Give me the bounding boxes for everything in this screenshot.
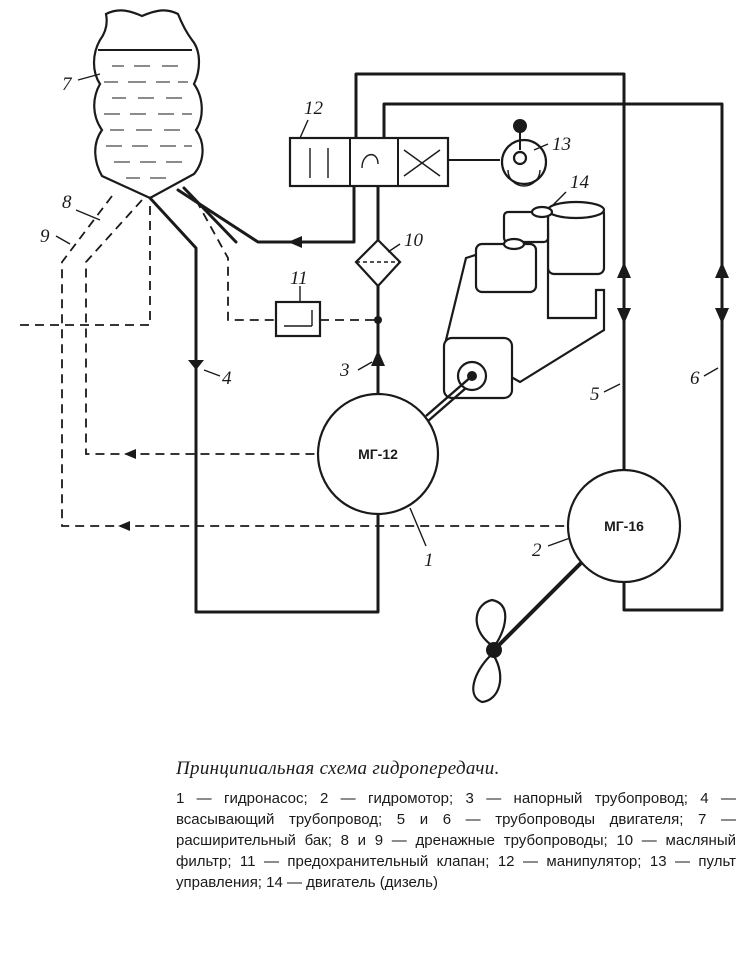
control-panel [500, 119, 548, 187]
label-2: 2 [532, 540, 542, 561]
caption-legend: 1 — гидронасос; 2 — гидромотор; 3 — напо… [176, 790, 736, 891]
label-6: 6 [690, 368, 700, 389]
expansion-tank [92, 9, 204, 200]
callout-numbers: 7 8 9 12 13 14 10 11 3 4 1 2 5 6 [40, 74, 700, 571]
label-1: 1 [424, 550, 434, 571]
pump-unit-label: МГ-12 [358, 446, 398, 462]
tank-liquid-hatching [104, 65, 192, 179]
label-14: 14 [570, 172, 590, 193]
motor-unit-label: МГ-16 [604, 518, 644, 534]
label-5: 5 [590, 384, 600, 405]
manipulator [288, 136, 500, 188]
caption-title: Принципиальная схема гидропередачи. [176, 758, 500, 779]
label-10: 10 [404, 230, 424, 251]
propeller [472, 560, 584, 704]
label-7: 7 [62, 74, 73, 95]
label-4: 4 [222, 368, 232, 389]
label-8: 8 [62, 192, 72, 213]
leader-lines [55, 73, 719, 547]
figure-caption: Принципиальная схема гидропередачи. 1 — … [176, 758, 736, 893]
label-11: 11 [290, 268, 308, 289]
oil-filter [354, 238, 402, 288]
hydraulic-pump: МГ-12 [316, 392, 440, 516]
label-9: 9 [40, 226, 50, 247]
label-13: 13 [552, 134, 571, 155]
label-3: 3 [339, 360, 350, 381]
diesel-engine [419, 200, 606, 429]
hydraulic-motor: МГ-16 [566, 468, 682, 584]
safety-valve [274, 300, 382, 338]
hydraulic-transmission-diagram: МГ-12 МГ-16 7 8 9 12 13 14 10 [20, 9, 729, 704]
drain-pipelines [20, 195, 566, 527]
label-12: 12 [304, 98, 324, 119]
